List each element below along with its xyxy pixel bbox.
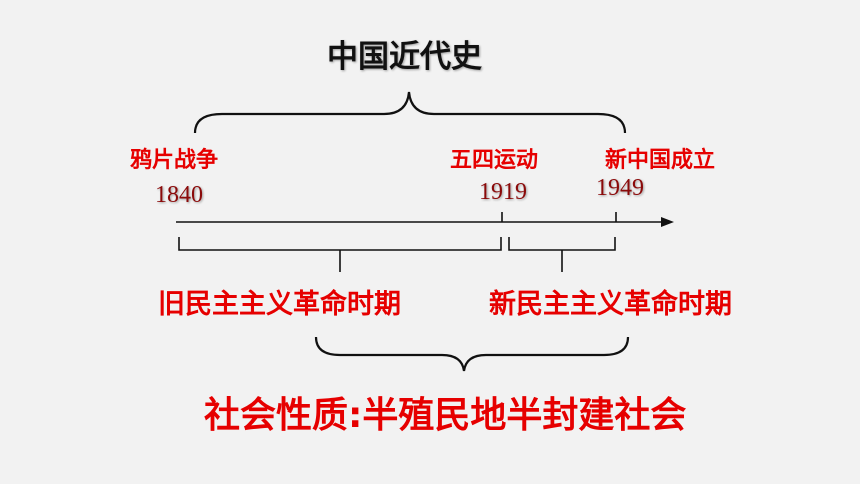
new-period-bracket: [508, 237, 616, 272]
event-name-may-fourth: 五四运动: [450, 148, 539, 173]
event-year-1919: 1919: [479, 179, 527, 205]
event-name-opium-war: 鸦片战争: [130, 148, 219, 173]
period-old-democratic: 旧民主主义革命时期: [158, 289, 401, 320]
period-new-democratic: 新民主主义革命时期: [489, 289, 732, 320]
timeline-arrowhead: [661, 217, 674, 227]
event-name-prc-founding: 新中国成立: [605, 148, 716, 173]
diagram-title: 中国近代史: [327, 39, 482, 75]
old-period-bracket: [178, 237, 502, 272]
top-brace: [193, 91, 627, 134]
society-nature-text: 社会性质:半殖民地半封建社会: [204, 395, 687, 436]
bottom-brace: [314, 336, 630, 372]
event-year-1840: 1840: [155, 182, 203, 208]
event-year-1949: 1949: [596, 175, 644, 201]
